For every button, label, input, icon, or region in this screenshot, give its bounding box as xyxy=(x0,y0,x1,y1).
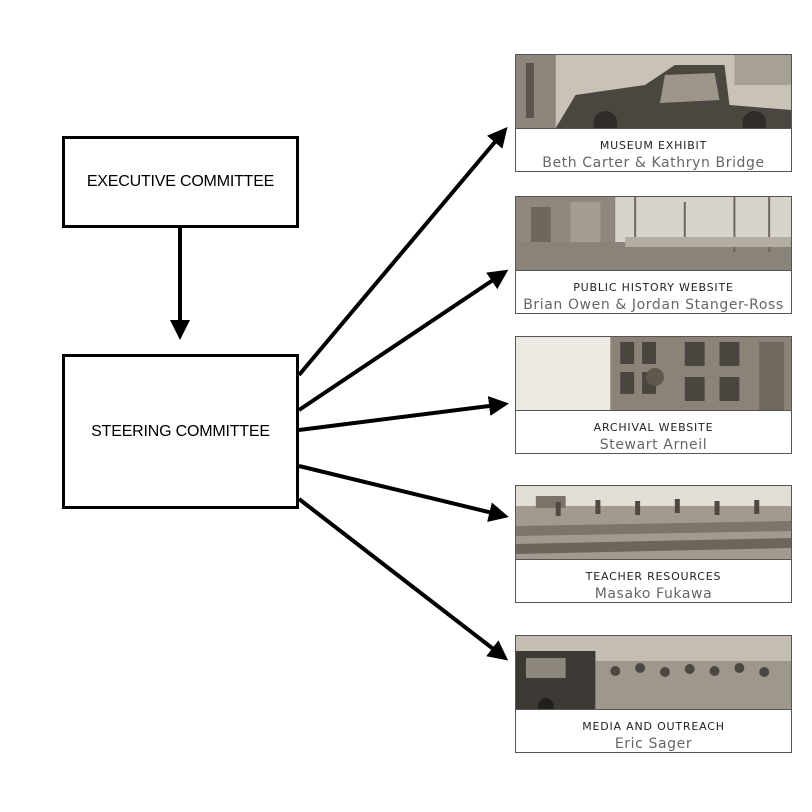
project-card-media-and-outreach: MEDIA AND OUTREACH Eric Sager xyxy=(515,635,792,753)
project-title: TEACHER RESOURCES xyxy=(585,570,722,583)
arrow-to-public-history-website xyxy=(297,269,509,412)
brick-building-photo xyxy=(516,337,791,411)
executive-committee-box: EXECUTIVE COMMITTEE xyxy=(62,136,299,228)
project-people: Masako Fukawa xyxy=(594,586,713,602)
project-card-museum-exhibit: MUSEUM EXHIBIT Beth Carter & Kathryn Bri… xyxy=(515,54,792,172)
farm-workers-field-photo xyxy=(516,486,791,560)
arrow-to-teacher-resources xyxy=(298,464,509,522)
project-people: Eric Sager xyxy=(614,736,693,752)
project-people: Brian Owen & Jordan Stanger-Ross xyxy=(523,297,784,313)
project-card-public-history-website: PUBLIC HISTORY WEBSITE Brian Owen & Jord… xyxy=(515,196,792,314)
project-title: ARCHIVAL WEBSITE xyxy=(593,421,714,434)
project-card-teacher-resources: TEACHER RESOURCES Masako Fukawa xyxy=(515,485,792,603)
street-crowd-photo xyxy=(516,636,791,710)
project-title: MUSEUM EXHIBIT xyxy=(599,139,708,152)
arrow-to-media-outreach xyxy=(297,497,509,661)
project-card-archival-website: ARCHIVAL WEBSITE Stewart Arneil xyxy=(515,336,792,454)
steering-committee-box: STEERING COMMITTEE xyxy=(62,354,299,509)
vintage-truck-photo xyxy=(516,55,791,129)
steering-committee-label: STEERING COMMITTEE xyxy=(91,422,270,440)
arrow-to-archival-website xyxy=(298,396,509,432)
project-title: PUBLIC HISTORY WEBSITE xyxy=(573,281,734,294)
waterfront-construction-photo xyxy=(516,197,791,271)
project-people: Beth Carter & Kathryn Bridge xyxy=(542,155,765,171)
arrow-to-museum-exhibit xyxy=(297,126,508,377)
project-title: MEDIA AND OUTREACH xyxy=(582,720,725,733)
project-people: Stewart Arneil xyxy=(599,437,708,453)
executive-committee-label: EXECUTIVE COMMITTEE xyxy=(86,173,275,190)
